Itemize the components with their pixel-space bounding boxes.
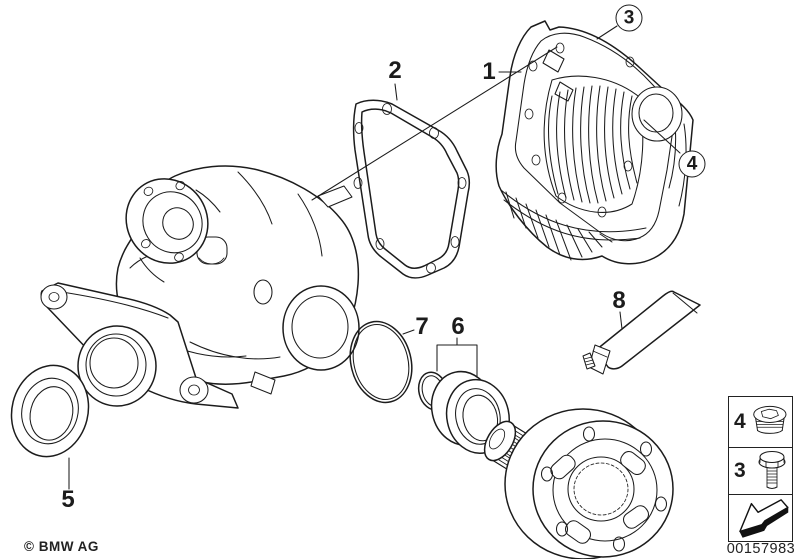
gasket-drawing: [352, 99, 471, 279]
callout-part-6: 6: [451, 313, 465, 340]
axle-bore-left: [77, 325, 157, 407]
fastener-legend: 4 3: [728, 396, 793, 542]
legend-bolt-number: 3: [734, 459, 746, 482]
pinion-flange: [125, 178, 209, 264]
axle-bore-right: [282, 285, 360, 371]
o-ring-drawing: [349, 320, 413, 404]
callout-part-5: 5: [61, 486, 75, 513]
legend-plug-number: 4: [734, 410, 746, 433]
callout-part-4: 4: [678, 150, 706, 178]
sealant-tube-drawing: [582, 290, 701, 375]
leader-lines: [68, 25, 681, 490]
direction-arrow-icon: [738, 499, 788, 538]
output-flange-drawing: [483, 408, 674, 559]
legend-row-plug: 4: [729, 397, 792, 447]
callout-part-3: 3: [615, 4, 643, 32]
legend-row-bolt: 3: [729, 447, 792, 494]
rear-cover-drawing: [495, 20, 694, 265]
callout-part-1: 1: [482, 58, 496, 85]
copyright-watermark: © BMW AG: [24, 539, 99, 554]
shaft-seal-drawing: [10, 364, 90, 458]
callout-part-8: 8: [612, 287, 626, 314]
callout-part-2: 2: [388, 57, 402, 84]
legend-row-direction: [729, 494, 792, 541]
hex-bolt-icon: [758, 450, 786, 490]
callout-part-7: 7: [415, 313, 429, 340]
differential-housing: [40, 165, 360, 409]
diagram-number: 00157983: [726, 541, 796, 557]
screw-plug-icon: [753, 405, 787, 434]
